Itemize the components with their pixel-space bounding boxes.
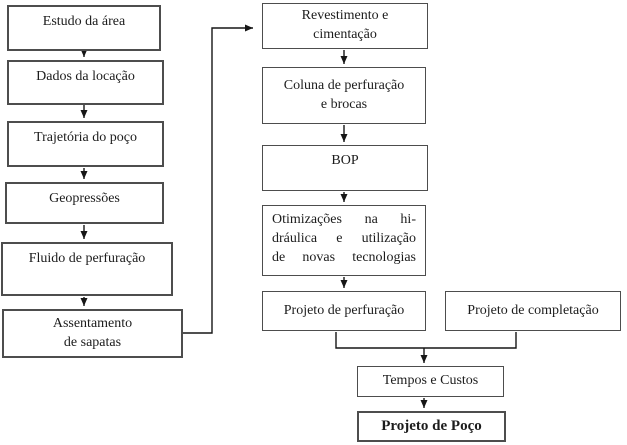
node-bop: BOP — [262, 145, 428, 191]
node-revestimento-e-cimentacao: Revestimento e cimentação — [262, 3, 428, 49]
node-estudo-da-area: Estudo da área — [7, 5, 161, 51]
node-projeto-de-perfuracao: Projeto de perfuração — [262, 291, 426, 331]
node-projeto-de-poco: Projeto de Poço — [357, 411, 506, 442]
merge-line-completacao — [424, 332, 517, 349]
node-fluido-de-perfuracao: Fluido de perfuração — [1, 242, 173, 296]
node-otimizacoes: Otimizações na hi- dráulica e utilização… — [262, 205, 426, 276]
node-projeto-de-completacao: Projeto de completação — [445, 291, 621, 331]
node-trajetoria-do-poco: Trajetória do poço — [7, 121, 164, 167]
node-coluna-de-perfuracao: Coluna de perfuração e brocas — [262, 67, 426, 124]
node-geopressoes: Geopressões — [5, 182, 164, 224]
node-tempos-e-custos: Tempos e Custos — [357, 366, 504, 397]
node-assentamento-de-sapatas: Assentamento de sapatas — [2, 309, 183, 358]
elbow-assentamento-to-revestimento — [183, 24, 253, 334]
merge-line-perfuracao — [335, 332, 424, 349]
node-dados-da-locacao: Dados da locação — [7, 60, 164, 105]
